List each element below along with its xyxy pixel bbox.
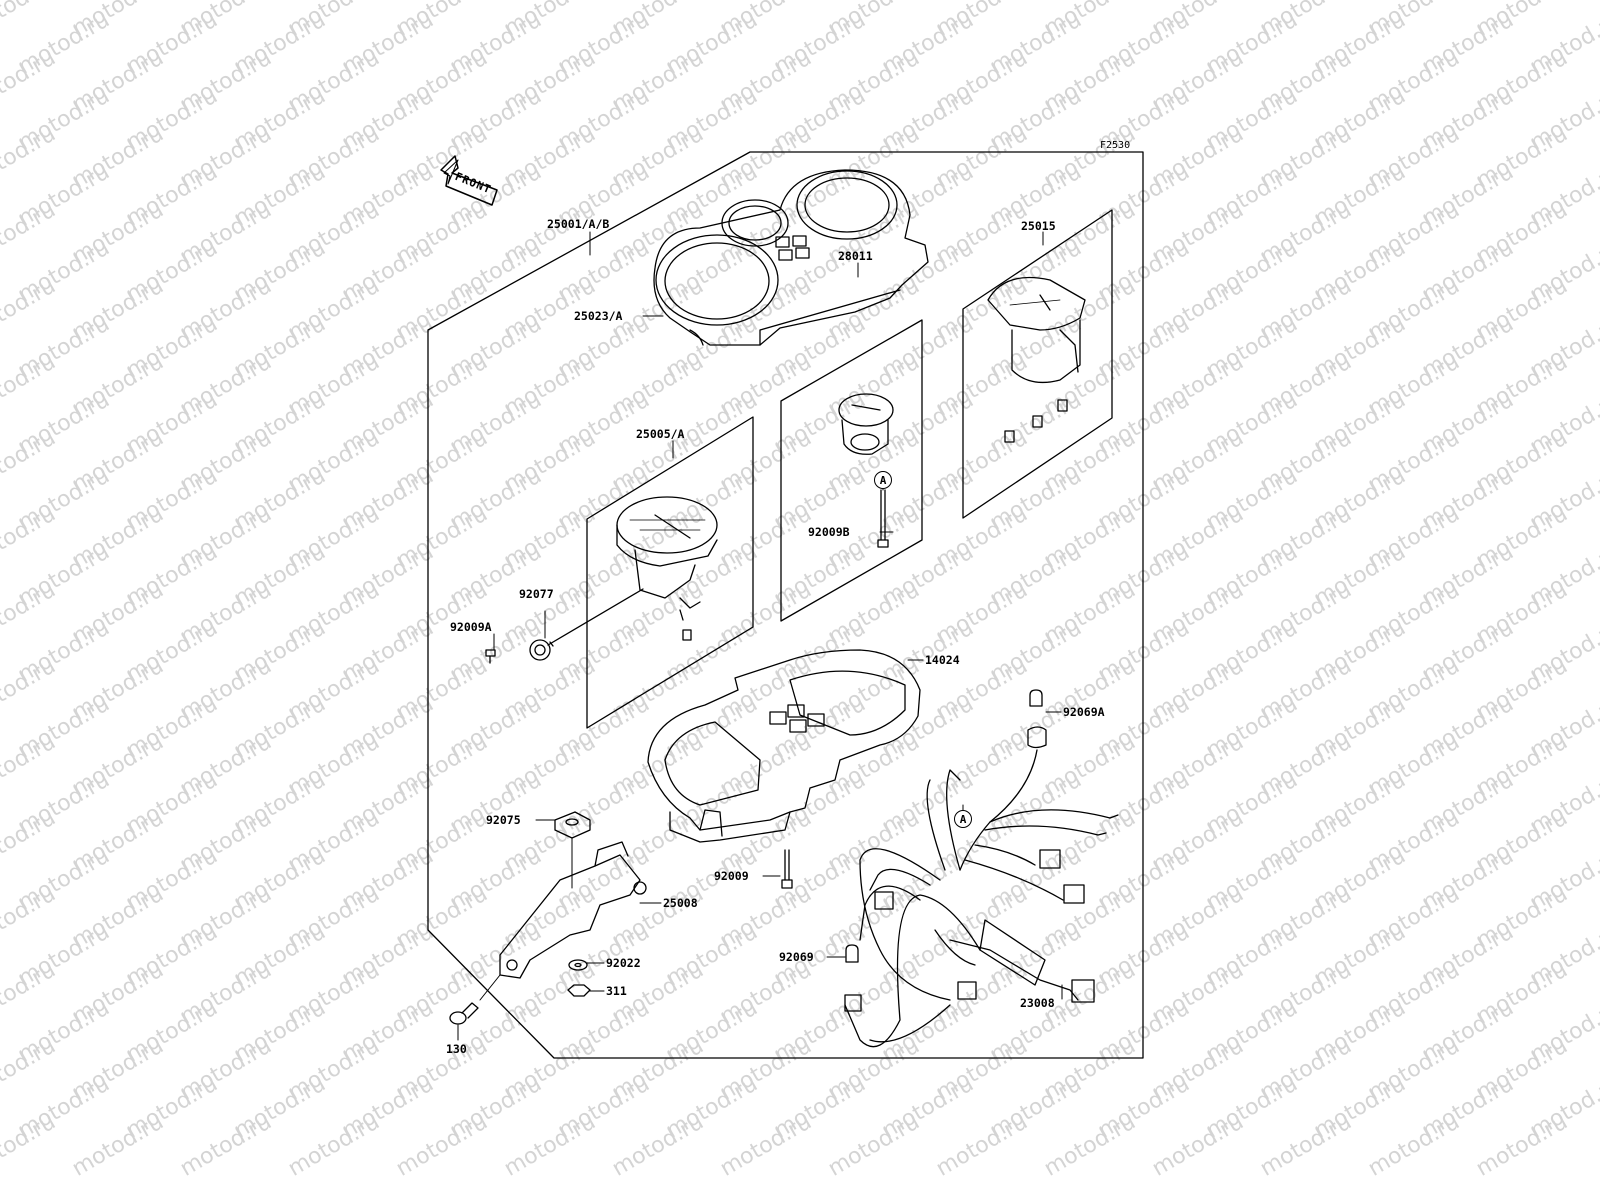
- part-label-92009: 92009: [714, 869, 749, 883]
- front-arrow-icon: [440, 155, 498, 206]
- tachometer-25015: [987, 276, 1086, 443]
- meter-case-14024: [647, 649, 921, 843]
- wire-harness-23008: [844, 749, 1119, 1048]
- part-label-92069: 92069: [779, 950, 814, 964]
- frame-25015: [962, 209, 1113, 519]
- callout-a-harness: A: [954, 810, 972, 828]
- bolt-130: [449, 1002, 479, 1025]
- frame-28011: [780, 319, 923, 622]
- speedometer-25005: [616, 496, 718, 641]
- part-label-25008: 25008: [663, 896, 698, 910]
- part-label-311: 311: [606, 984, 627, 998]
- meter-cover-25023: [653, 169, 929, 346]
- clamp-92075: [554, 811, 591, 839]
- part-label-14024: 14024: [925, 653, 960, 667]
- bulb-92069: [845, 944, 859, 963]
- fuel-gauge-28011: [838, 393, 894, 455]
- screw-92009: [781, 849, 793, 889]
- bulb-92069A: [1027, 689, 1047, 749]
- screw-92009A: [485, 649, 496, 664]
- nut-311: [567, 984, 591, 997]
- part-label-25005: 25005/A: [636, 427, 685, 441]
- part-label-92077: 92077: [519, 587, 554, 601]
- part-label-92009A: 92009A: [450, 620, 492, 634]
- callout-a-fuel: A: [874, 471, 892, 489]
- assembly-frame: [427, 151, 1144, 1059]
- gear-92077: [529, 588, 644, 661]
- frame-25005: [586, 416, 754, 729]
- screw-92009B: [877, 489, 889, 548]
- part-label-25023: 25023/A: [574, 309, 623, 323]
- part-label-25001: 25001/A/B: [547, 217, 610, 231]
- washer-92022: [568, 959, 588, 971]
- part-label-92009B: 92009B: [808, 525, 850, 539]
- part-label-23008: 23008: [1020, 996, 1055, 1010]
- figure-code: F2530: [1100, 140, 1131, 151]
- part-label-92075: 92075: [486, 813, 521, 827]
- part-label-28011: 28011: [838, 249, 873, 263]
- part-label-130: 130: [446, 1042, 467, 1056]
- part-label-25015: 25015: [1021, 219, 1056, 233]
- part-label-92022: 92022: [606, 956, 641, 970]
- part-label-92069A: 92069A: [1063, 705, 1105, 719]
- bracket-25008: [499, 841, 647, 979]
